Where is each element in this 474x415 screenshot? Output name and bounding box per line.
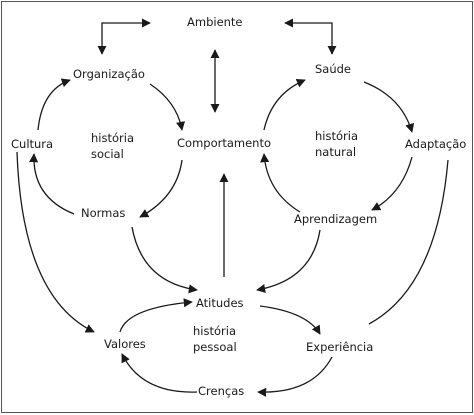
node-normas: Normas — [81, 206, 126, 220]
node-crencas: Crenças — [198, 384, 245, 398]
arrow-normas-cultura — [29, 153, 75, 215]
cycle-label-pessoal: história pessoal — [193, 324, 237, 355]
arrow-saude-adaptacao — [363, 81, 415, 133]
node-ambiente: Ambiente — [187, 15, 243, 29]
cycle-label-pessoal-line1: história — [193, 324, 236, 338]
cycle-label-pessoal-line2: pessoal — [193, 339, 237, 354]
node-saude: Saúde — [315, 62, 352, 76]
arrow-experiencia-crencas — [257, 356, 333, 397]
arrow-organizacao-comportamento — [149, 83, 186, 131]
arrow-ambiente-organizacao — [97, 18, 151, 55]
cycle-label-social: história social — [91, 131, 134, 162]
arrow-valores-atitudes — [119, 298, 193, 333]
node-adaptacao: Adaptação — [405, 137, 467, 151]
node-aprendizagem: Aprendizagem — [294, 212, 378, 226]
node-comportamento: Comportamento — [177, 136, 271, 150]
arrow-adaptacao-aprendizagem — [371, 156, 413, 211]
node-cultura: Cultura — [11, 137, 54, 151]
arrow-normas-atitudes — [131, 226, 198, 294]
cycle-label-social-line2: social — [91, 146, 124, 161]
node-organizacao: Organização — [73, 67, 145, 81]
arrow-crencas-valores — [121, 353, 198, 393]
node-atitudes: Atitudes — [196, 296, 244, 310]
cycle-label-natural-line1: história — [315, 129, 358, 143]
arrow-atitudes-experiencia — [259, 305, 321, 335]
arrow-comportamento-saude — [263, 79, 306, 131]
cycle-label-social-line1: história — [91, 131, 134, 145]
arrow-adaptacao-experiencia — [368, 159, 449, 325]
arrow-cultura-valores — [16, 151, 95, 333]
arrow-comportamento-normas — [139, 159, 183, 218]
node-experiencia: Experiência — [306, 340, 374, 354]
arrow-cultura-organizacao — [37, 78, 71, 131]
arrow-ambiente-saude — [284, 18, 337, 55]
arrow-aprendizagem-comportamento — [260, 153, 301, 213]
cycle-label-natural-line2: natural — [315, 144, 357, 159]
arrow-aprendizagem-atitudes — [256, 229, 321, 294]
node-valores: Valores — [104, 337, 146, 351]
cycle-label-natural: história natural — [315, 129, 358, 160]
